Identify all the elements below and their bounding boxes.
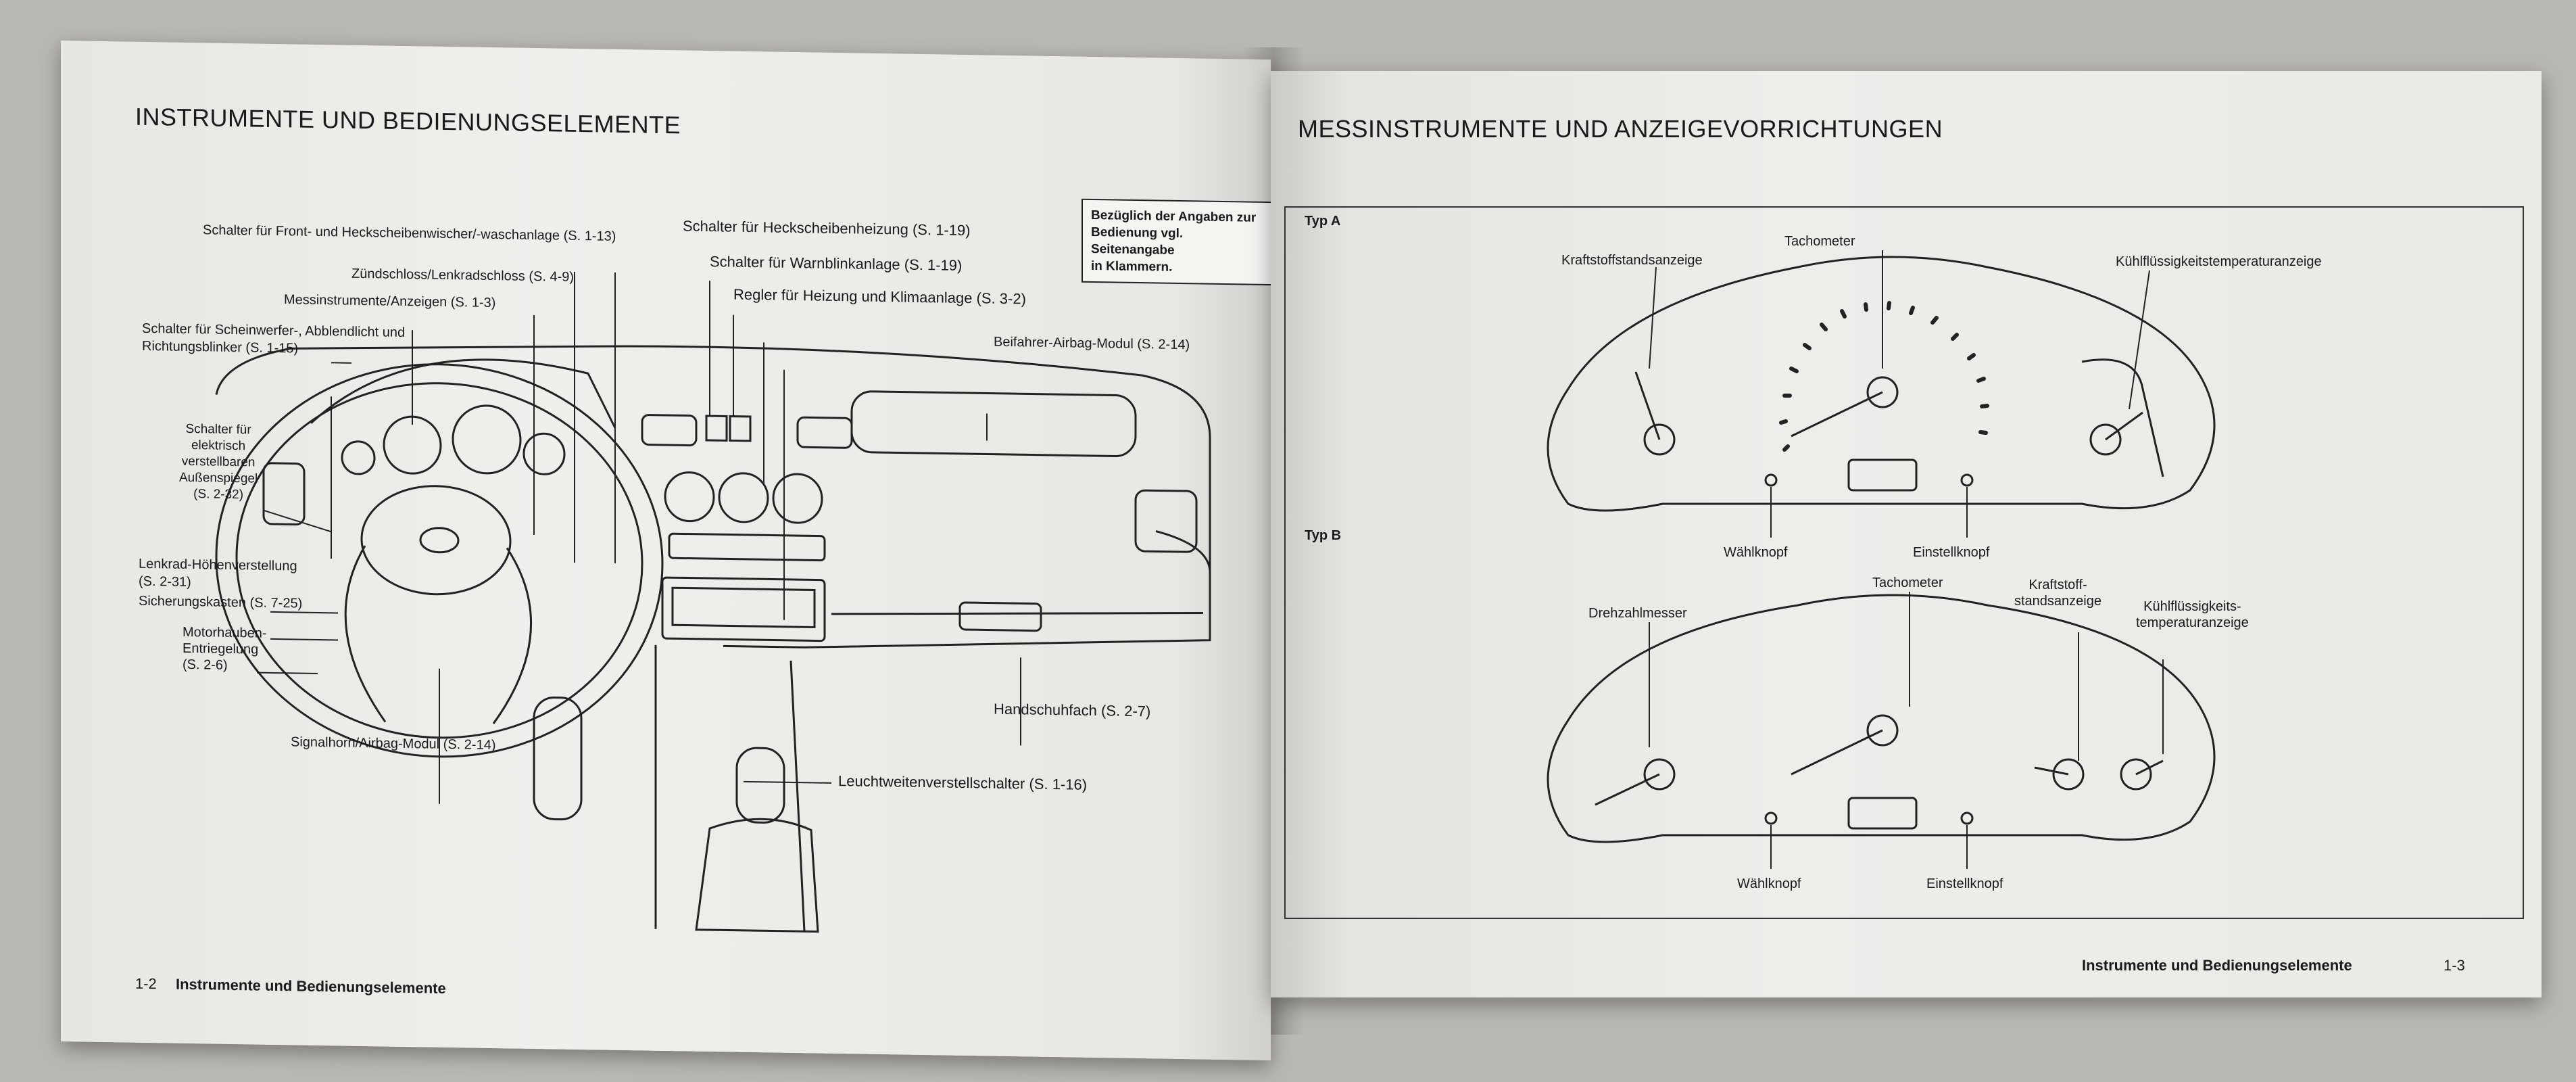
label-line: Kraftstoff- [2028,578,2087,592]
type-a-coolant-label: Kühlflüssigkeitstemperaturanzeige [2116,254,2322,269]
type-b-fuel-label: Kraftstoff- standsanzeige [2014,577,2101,609]
label-headlight-switch-2: Richtungsblinker (S. 1-15) [142,338,299,356]
type-b-label: Typ B [1305,528,1342,543]
label-line: Außenspiegel [179,470,258,486]
type-a-speedo-label: Tachometer [1784,234,1855,249]
type-a-select-knob-label: Wählknopf [1724,545,1788,560]
label-line: Schalter für [185,421,251,438]
label-fusebox: Sicherungskasten (S. 7-25) [139,593,303,611]
label-steering-height-1: Lenkrad-Höhenverstellung [139,556,297,574]
left-page: INSTRUMENTE UND BEDIENUNGSELEMENTE Bezüg… [61,41,1275,1061]
type-b-speedo-label: Tachometer [1872,575,1943,590]
label-line: Motorhauben- [183,624,267,641]
label-line: standsanzeige [2014,594,2101,609]
right-page-number: 1-3 [2444,957,2465,974]
label-glovebox: Handschuhfach (S. 2-7) [994,700,1151,720]
label-passenger-airbag: Beifahrer-Airbag-Modul (S. 2-14) [994,334,1190,353]
label-mirror-switch: Schalter für elektrisch verstellbaren Au… [179,421,258,504]
type-b-rpm-label: Drehzahlmesser [1588,606,1687,621]
right-page: MESSINSTRUMENTE UND ANZEIGEVORRICHTUNGEN… [1271,71,2542,997]
label-instruments: Messinstrumente/Anzeigen (S. 1-3) [284,292,496,311]
label-line: temperaturanzeige [2136,615,2249,630]
label-hood-release: Motorhauben- Entriegelung (S. 2-6) [183,624,267,674]
type-a-fuel-label: Kraftstoffstandsanzeige [1561,253,1703,268]
label-line: Kühlflüssigkeits- [2143,599,2241,614]
type-b-adjust-knob-label: Einstellknopf [1926,876,2003,891]
type-b-select-knob-label: Wählknopf [1737,876,1801,891]
type-a-adjust-knob-label: Einstellknopf [1913,545,1990,560]
gauge-figure-frame [1284,206,2524,919]
type-b-coolant-label: Kühlflüssigkeits- temperaturanzeige [2136,598,2249,631]
label-line: Entriegelung [183,640,259,657]
type-a-label: Typ A [1305,214,1341,229]
type-a-gauge-cluster [1547,250,2216,869]
left-page-number: 1-2 [135,974,157,993]
right-page-footer-title: Instrumente und Bedienungselemente [2082,957,2352,974]
dashboard-illustration [215,271,1211,933]
label-horn-airbag: Signalhorn/Airbag-Modul (S. 2-14) [291,734,496,753]
right-page-heading: MESSINSTRUMENTE UND ANZEIGEVORRICHTUNGEN [1298,115,1943,143]
label-steering-height-2: (S. 2-31) [139,573,191,590]
label-line: (S. 2-6) [183,657,228,673]
label-line: elektrisch [191,438,246,454]
label-line: verstellbaren [181,454,256,470]
label-line: (S. 2-32) [193,487,244,502]
